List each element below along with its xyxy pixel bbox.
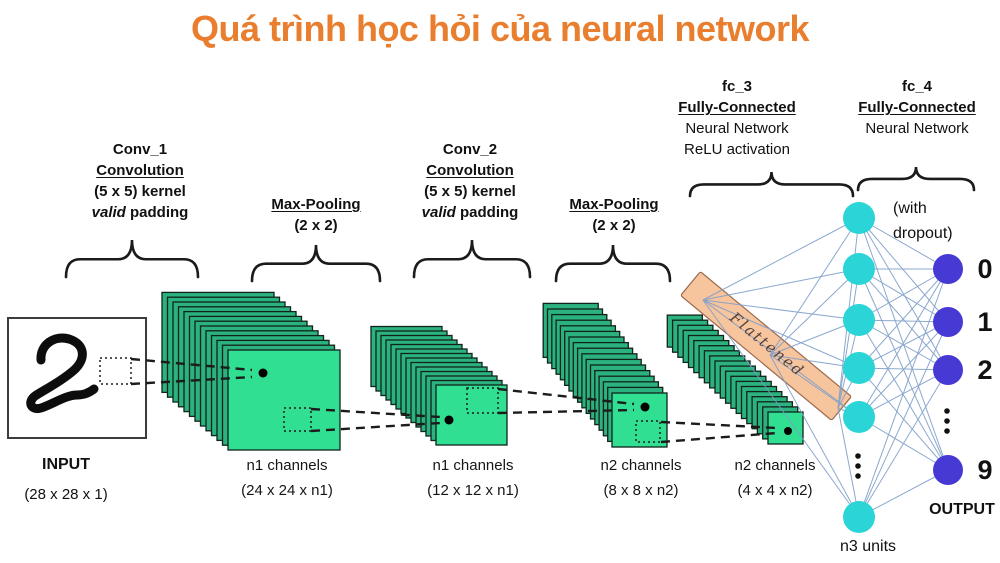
conv1-operation: Convolution <box>96 162 184 179</box>
pool1-size: (2 x 2) <box>294 217 338 234</box>
output-ellipsis-icon <box>944 408 950 434</box>
fc3-type: Fully-Connected <box>678 99 796 116</box>
conv1-kernel: (5 x 5) kernel <box>94 183 186 200</box>
pool2-size: (2 x 2) <box>592 217 636 234</box>
output-title: OUTPUT <box>929 501 995 518</box>
output-digit-9: 9 <box>977 455 993 485</box>
handwritten-digit-2 <box>26 333 99 414</box>
hidden-node <box>843 501 875 533</box>
fc3-name: fc_3 <box>721 78 753 95</box>
receptive-field-box <box>466 387 499 414</box>
n3-units-label: n3 units <box>839 538 897 555</box>
feature-dot <box>640 402 650 412</box>
pool1-stack-label: n1 channels (12 x 12 x n1) <box>427 457 519 499</box>
fc4-nn: Neural Network <box>865 120 969 137</box>
pool2-label-block: Max-Pooling (2 x 2) <box>544 194 684 236</box>
output-node <box>933 455 963 485</box>
brace-pool2 <box>554 244 672 283</box>
hidden-ellipsis-icon <box>855 453 861 479</box>
brace-pool1 <box>250 244 382 283</box>
pool2-stack-label: n2 channels (4 x 4 x n2) <box>734 457 816 499</box>
input-dims: (28 x 28 x 1) <box>24 486 108 503</box>
receptive-field-box <box>635 420 661 443</box>
output-digit-2: 2 <box>977 355 993 385</box>
output-digit-1: 1 <box>977 307 993 337</box>
fc4-label-block: fc_4 Fully-Connected Neural Network <box>832 76 1000 139</box>
conv2-kernel: (5 x 5) kernel <box>424 183 516 200</box>
hidden-node <box>843 253 875 285</box>
output-node <box>933 355 963 385</box>
fc3-nn: Neural Network <box>685 120 789 137</box>
feature-dot <box>258 368 268 378</box>
receptive-field-box <box>99 357 132 385</box>
hidden-node <box>843 304 875 336</box>
with-dropout-note: (with dropout) <box>893 200 953 242</box>
brace-conv1 <box>64 239 200 279</box>
conv2-stack <box>542 302 668 448</box>
feature-dot <box>784 427 792 435</box>
hidden-node <box>843 401 875 433</box>
conv2-stack-label: n2 channels (8 x 8 x n2) <box>600 457 682 499</box>
dashed-connections <box>130 357 778 444</box>
output-digit-0: 0 <box>977 254 993 284</box>
fc3-label-block: fc_3 Fully-Connected Neural Network ReLU… <box>652 76 822 160</box>
hidden-node <box>843 202 875 234</box>
input-image-box <box>7 317 147 439</box>
fc4-name: fc_4 <box>901 78 933 95</box>
brace-fc4 <box>856 166 976 192</box>
conv1-label-block: Conv_1 Convolution (5 x 5) kernel valid … <box>55 139 225 223</box>
pool1-operation: Max-Pooling <box>271 196 361 213</box>
hidden-layer-nodes <box>843 202 875 533</box>
page-title: Quá trình học hỏi của neural network <box>190 8 810 49</box>
conv1-name: Conv_1 <box>112 141 168 158</box>
feature-dot <box>444 415 454 425</box>
input-title: INPUT <box>42 456 90 473</box>
output-node <box>933 307 963 337</box>
conv2-name: Conv_2 <box>442 141 498 158</box>
pool1-label-block: Max-Pooling (2 x 2) <box>246 194 386 236</box>
conv2-label-block: Conv_2 Convolution (5 x 5) kernel valid … <box>385 139 555 223</box>
brace-conv2 <box>412 239 532 279</box>
output-layer-nodes <box>933 254 963 485</box>
output-node <box>933 254 963 284</box>
pool2-stack <box>666 314 804 445</box>
conv1-stack-label: n1 channels (24 x 24 x n1) <box>241 457 333 499</box>
pool2-operation: Max-Pooling <box>569 196 659 213</box>
conv1-padding: valid padding <box>91 204 189 221</box>
fc3-activation: ReLU activation <box>684 141 790 158</box>
conv2-operation: Convolution <box>426 162 514 179</box>
fc4-type: Fully-Connected <box>858 99 976 116</box>
pool1-stack <box>370 325 508 446</box>
conv1-stack <box>161 291 341 451</box>
brace-fc3 <box>688 171 855 198</box>
conv2-padding: valid padding <box>421 204 519 221</box>
hidden-node <box>843 352 875 384</box>
